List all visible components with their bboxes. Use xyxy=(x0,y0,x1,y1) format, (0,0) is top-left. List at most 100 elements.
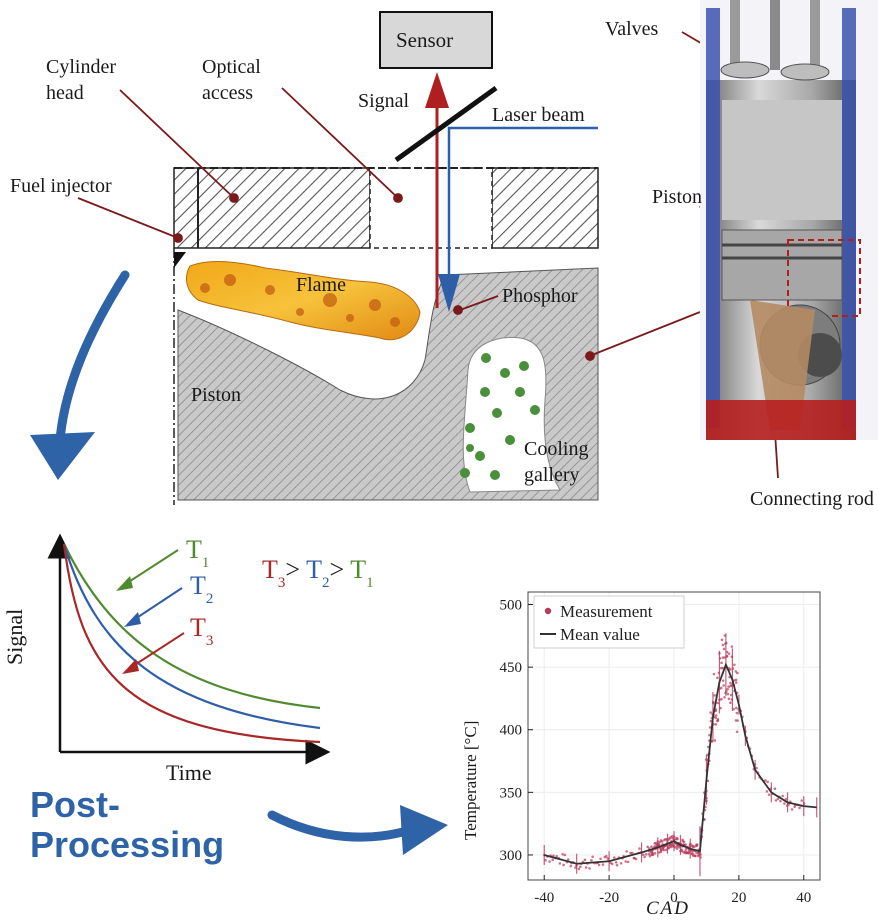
measurement-point xyxy=(790,808,794,811)
engine-3d-render xyxy=(700,0,878,440)
measurement-point xyxy=(765,790,769,793)
legend-measurement-label: Measurement xyxy=(560,602,653,621)
piston-label: Piston xyxy=(191,384,242,406)
measurement-point xyxy=(716,701,720,705)
measurement-point xyxy=(624,860,628,863)
measurement-point xyxy=(590,859,593,862)
measurement-point xyxy=(574,866,577,869)
measurement-point xyxy=(651,851,654,855)
measurement-point xyxy=(662,848,666,852)
measurement-point xyxy=(569,864,573,868)
cylinder-head-left xyxy=(173,167,371,249)
measurement-point xyxy=(726,692,730,696)
decay-xlabel: Time xyxy=(166,760,212,785)
beam-splitter xyxy=(394,85,498,163)
measurement-point xyxy=(726,687,729,691)
measurement-point xyxy=(561,852,564,856)
post-processing-line1: Post- xyxy=(30,784,120,825)
measurement-point xyxy=(721,643,725,647)
phosphor-label: Phosphor xyxy=(502,285,578,307)
mean-value-line xyxy=(543,662,817,865)
measurement-point xyxy=(562,863,565,867)
measurement-point xyxy=(544,858,547,862)
optical-window xyxy=(369,167,493,249)
measurement-point xyxy=(722,684,726,687)
temperature-relation: T3> T2> T1 xyxy=(262,555,374,591)
measurement-point xyxy=(579,865,582,869)
sensor-box xyxy=(379,11,493,69)
measurement-point xyxy=(764,779,767,782)
measurement-point xyxy=(638,847,641,850)
measurement-point xyxy=(783,802,786,805)
measurement-point xyxy=(563,853,567,857)
measurement-point xyxy=(555,855,559,858)
optical-access-label: Optical access xyxy=(202,56,261,104)
measurement-point xyxy=(720,638,724,642)
y-tick-label: 500 xyxy=(500,598,523,614)
measurement-point xyxy=(714,723,718,726)
curve-t2 xyxy=(62,543,321,730)
measurement-point xyxy=(610,862,614,866)
measurement-point xyxy=(552,854,555,857)
measurement-point xyxy=(548,860,551,863)
measurement-point xyxy=(720,697,723,701)
curve-t1 xyxy=(63,543,321,710)
y-tick-label: 400 xyxy=(500,723,523,739)
measurement-point xyxy=(719,686,723,690)
measurement-point xyxy=(696,854,700,858)
x-tick-label: 0 xyxy=(670,890,678,906)
measurement-point xyxy=(695,851,698,855)
measurement-point xyxy=(667,837,671,841)
measurement-point xyxy=(675,847,679,850)
x-tick-label: -20 xyxy=(599,890,619,906)
measurement-point xyxy=(625,850,628,853)
measurement-point xyxy=(733,663,736,667)
measurement-point xyxy=(643,855,646,859)
piston-3d-label: Piston xyxy=(652,186,703,208)
legend-measurement-marker xyxy=(544,607,552,615)
measurement-point xyxy=(723,696,726,699)
connecting-rod-label: Connecting rod xyxy=(750,488,874,510)
measurement-point xyxy=(735,730,739,734)
measurement-point xyxy=(687,851,690,855)
post-processing-title: Post- Processing xyxy=(30,785,224,865)
measurement-point xyxy=(615,863,619,867)
measurement-point xyxy=(653,845,656,848)
measurement-point xyxy=(694,854,697,858)
y-tick-label: 350 xyxy=(500,785,523,801)
valves-label: Valves xyxy=(605,18,659,40)
laser-beam-label: Laser beam xyxy=(492,104,585,126)
measurement-point xyxy=(601,863,605,866)
measurement-point xyxy=(614,861,618,864)
measurement-point xyxy=(631,851,634,855)
laser-beam-line xyxy=(447,126,598,300)
post-processing-line2: Processing xyxy=(30,824,225,865)
measurement-point xyxy=(588,867,591,870)
measurement-point xyxy=(551,858,554,862)
measurement-point xyxy=(676,837,679,841)
measurement-point xyxy=(558,862,562,865)
measurement-point xyxy=(727,685,730,688)
measurement-point xyxy=(583,858,587,862)
measurement-point xyxy=(784,797,788,801)
measurement-point xyxy=(781,794,784,798)
measurement-point xyxy=(644,853,648,856)
cooling-gallery-label: Cooling gallery xyxy=(524,438,589,486)
measurement-point xyxy=(712,672,716,676)
measurement-point xyxy=(626,860,630,864)
temperature-xlabel: CAD xyxy=(646,898,690,919)
measurement-point xyxy=(755,766,758,770)
measurement-point xyxy=(728,668,732,671)
measurement-point xyxy=(641,853,645,857)
measurement-point xyxy=(651,853,655,857)
measurement-point xyxy=(684,843,687,846)
measurement-point xyxy=(647,852,651,856)
measurement-point xyxy=(774,799,778,802)
flame-image xyxy=(185,261,421,341)
measurement-point xyxy=(727,697,731,701)
measurement-point xyxy=(729,701,732,705)
measurement-point xyxy=(713,739,717,742)
measurement-point xyxy=(670,842,674,846)
measurement-point xyxy=(682,840,686,844)
